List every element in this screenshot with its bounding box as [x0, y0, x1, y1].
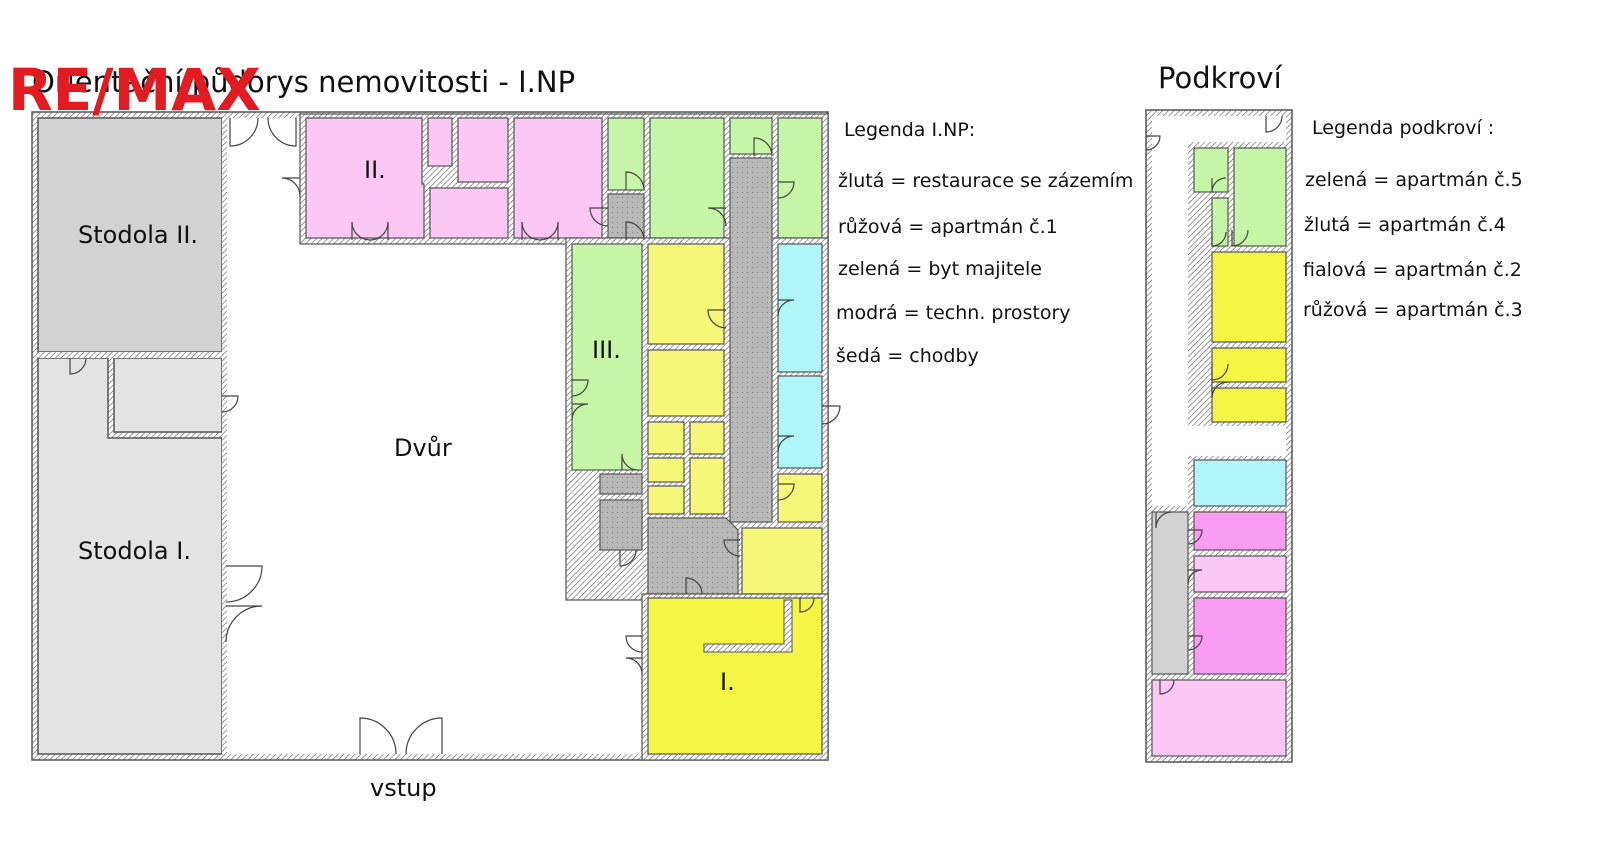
room-yellow-f: [647, 485, 685, 515]
legend-attic-item: fialová = apartmán č.2: [1303, 259, 1522, 281]
room-yellow-c: [647, 421, 685, 455]
room-yellow-a: [647, 243, 725, 345]
room-yellow-e: [647, 457, 685, 483]
legend-main-item: zelená = byt majitele: [838, 258, 1042, 280]
room-pink-a: [305, 117, 425, 239]
label-i: I.: [720, 668, 735, 696]
attic-title: Podkroví: [1158, 61, 1283, 95]
room-green-d: [777, 117, 823, 239]
legend-main-item: růžová = apartmán č.1: [838, 216, 1058, 238]
wall-barn-yard: [222, 118, 227, 754]
main-plan: [31, 111, 841, 761]
room-blue-b: [777, 375, 823, 469]
attic-yellow-b: [1211, 347, 1287, 383]
legend-attic-item: zelená = apartmán č.5: [1305, 169, 1523, 191]
room-green-b: [649, 117, 725, 239]
attic-corridor: [1151, 511, 1189, 675]
attic-yellow-a: [1211, 251, 1287, 343]
attic-green-b: [1211, 197, 1229, 247]
legend-attic-item: růžová = apartmán č.3: [1303, 299, 1523, 321]
legend-main-item: žlutá = restaurace se zázemím: [838, 170, 1133, 192]
label-ii: II.: [364, 156, 386, 184]
room-yellow-b: [647, 349, 725, 417]
room-green-iii: [571, 243, 643, 471]
legend-main-title: Legenda I.NP:: [844, 119, 975, 141]
legend-main-item: modrá = techn. prostory: [836, 302, 1071, 324]
corridor-b: [599, 473, 643, 495]
label-iii: III.: [592, 336, 621, 364]
room-yellow-i: [741, 527, 823, 595]
remax-logo: RE/MAX: [8, 56, 261, 124]
attic-green-a: [1193, 147, 1229, 193]
attic-yellow-c: [1211, 387, 1287, 423]
wall-barns: [38, 352, 222, 358]
attic-plan: [1145, 109, 1293, 763]
room-small-gray: [113, 357, 223, 433]
corridor-c: [599, 499, 643, 551]
doors: [69, 117, 841, 755]
legend-attic-title: Legenda podkroví :: [1312, 117, 1494, 139]
inner-wall: [703, 599, 793, 653]
corridor-bend: [647, 517, 739, 595]
attic-magenta-a: [1193, 511, 1287, 551]
legend-attic-item: žlutá = apartmán č.4: [1304, 214, 1506, 236]
legend-main: Legenda I.NP: žlutá = restaurace se záze…: [836, 119, 1133, 367]
room-pink-b: [427, 117, 453, 167]
legend-main-item: šedá = chodby: [836, 345, 979, 367]
room-yellow-d: [689, 421, 725, 455]
label-stodola-2: Stodola II.: [78, 221, 198, 249]
room-pink-e: [513, 117, 603, 239]
attic-pink-b: [1151, 679, 1287, 757]
room-stodola-2: [37, 117, 223, 353]
attic-doors: [1145, 115, 1283, 695]
room-blue-a: [777, 243, 823, 373]
plan-title: Orientační půdorys nemovitosti - I.NP: [32, 65, 575, 99]
attic-green-c: [1233, 147, 1287, 247]
attic-pink-a: [1193, 555, 1287, 593]
legend-attic: Legenda podkroví : zelená = apartmán č.5…: [1303, 117, 1523, 321]
label-dvur: Dvůr: [394, 434, 452, 462]
attic-blue: [1193, 459, 1287, 507]
attic-magenta-b: [1193, 597, 1287, 675]
room-pink-c: [457, 117, 509, 183]
corridor-main: [729, 157, 773, 523]
room-pink-d: [429, 187, 509, 239]
room-green-c: [729, 117, 773, 155]
label-stodola-1: Stodola I.: [78, 537, 191, 565]
room-restaurant: [647, 597, 823, 755]
room-yellow-g: [689, 457, 725, 515]
label-vstup: vstup: [370, 774, 437, 802]
